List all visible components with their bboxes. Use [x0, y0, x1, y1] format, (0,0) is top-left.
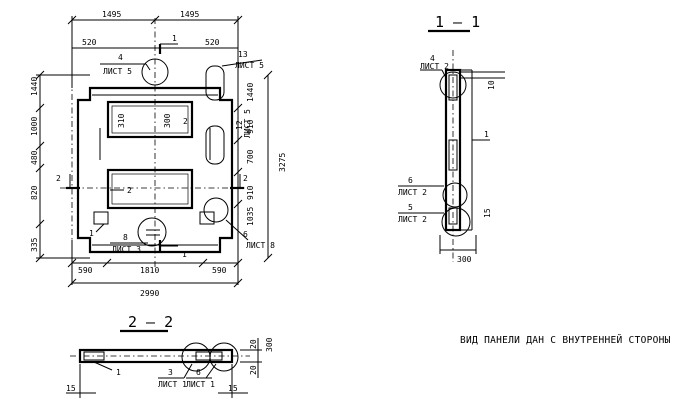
section-2-2-dim-15-left: 15 — [66, 384, 76, 393]
pos-label-1: 1 — [89, 229, 94, 238]
section-mark-1-top: 1 — [172, 34, 177, 43]
svg-text:13: 13 — [238, 50, 248, 59]
lower-opening — [106, 168, 194, 210]
upper-opening — [106, 100, 194, 139]
section-mark-1-bottom: 1 — [182, 250, 187, 259]
section-2-2-dim-15-right: 15 — [228, 384, 238, 393]
svg-text:6: 6 — [243, 230, 248, 239]
svg-text:ЛИСТ 5: ЛИСТ 5 — [103, 67, 132, 76]
svg-text:ЛИСТ 1: ЛИСТ 1 — [186, 380, 215, 389]
dim-top-right: 1495 — [180, 10, 199, 19]
svg-text:ЛИСТ 2: ЛИСТ 2 — [398, 215, 427, 224]
dim-left-1440: 1440 — [30, 77, 39, 96]
section-2-2-dim-20a: 20 — [249, 339, 258, 349]
dim-right-910a: 910 — [246, 119, 255, 134]
dim-right-700: 700 — [246, 149, 255, 164]
svg-text:12: 12 — [235, 120, 244, 130]
svg-text:ЛИСТ 5: ЛИСТ 5 — [235, 61, 264, 70]
dim-inner-top-right: 520 — [205, 38, 220, 47]
dim-top-left: 1495 — [102, 10, 121, 19]
section-1-1: 1 – 1 10 4 ЛИСТ 2 6 ЛИСТ 2 5 — [398, 13, 505, 264]
section-2-2-callout-3: 3 ЛИСТ 1 — [158, 363, 193, 389]
svg-text:ЛИСТ 3: ЛИСТ 3 — [112, 245, 141, 254]
svg-text:8: 8 — [123, 233, 128, 242]
dim-bottom-590-right: 590 — [212, 266, 227, 275]
section-1-1-pos-1: 1 — [484, 130, 489, 139]
section-2-2-callout-6: 6 ЛИСТ 1 — [186, 363, 217, 389]
callout-pos-4: 4 ЛИСТ 5 — [100, 53, 151, 76]
section-1-1-title: 1 – 1 — [435, 13, 480, 31]
dim-total-width: 2990 — [140, 289, 159, 298]
svg-text:3: 3 — [168, 368, 173, 377]
section-2-2-pos-1: 1 — [116, 368, 121, 377]
section-mark-2-right: 2 — [243, 174, 248, 183]
dim-right-910b: 910 — [246, 185, 255, 200]
section-2-2-dim-300: 300 — [265, 337, 274, 352]
callout-pos-12: 12 ЛИСТ 5 — [235, 109, 252, 138]
dim-inner-top-left: 520 — [82, 38, 97, 47]
section-1-1-callout-5: 5 ЛИСТ 2 — [398, 203, 444, 224]
dim-left-1000: 1000 — [30, 117, 39, 136]
svg-text:5: 5 — [408, 203, 413, 212]
callout-pos-8: 8 ЛИСТ 3 — [110, 233, 148, 254]
pos-label-2b: 2 — [183, 117, 188, 126]
section-2-2-dim-20b: 20 — [249, 365, 258, 375]
dim-opening-310: 310 — [117, 113, 126, 128]
section-2-2-title: 2 – 2 — [128, 313, 173, 331]
front-view: 1495 1495 520 520 1 1 2 2 1440 1000 4 8 — [30, 10, 287, 298]
dim-left-335: 335 — [30, 237, 39, 252]
dim-bottom-1810: 1810 — [140, 266, 159, 275]
section-2-2: 2 – 2 1 3 ЛИСТ 1 6 ЛИСТ 1 15 15 20 30 — [66, 313, 274, 398]
svg-text:4: 4 — [118, 53, 123, 62]
svg-text:4: 4 — [430, 54, 435, 63]
dim-bottom-590-left: 590 — [78, 266, 93, 275]
svg-text:ЛИСТ 2: ЛИСТ 2 — [398, 188, 427, 197]
section-1-1-callout-4: 4 ЛИСТ 2 — [420, 54, 449, 79]
section-mark-2-left: 2 — [56, 174, 61, 183]
svg-text:ЛИСТ 1: ЛИСТ 1 — [158, 380, 187, 389]
svg-text:ЛИСТ 2: ЛИСТ 2 — [420, 62, 449, 71]
section-1-1-callout-6: 6 ЛИСТ 2 — [398, 176, 444, 197]
svg-text:6: 6 — [408, 176, 413, 185]
dim-total-height: 3275 — [278, 153, 287, 172]
dim-right-1440: 1440 — [246, 83, 255, 102]
dim-left-480: 480 — [30, 150, 39, 165]
pos-label-2: 2 — [127, 186, 132, 195]
section-1-1-dim-10: 10 — [487, 80, 496, 90]
svg-text:ЛИСТ 5: ЛИСТ 5 — [243, 109, 252, 138]
dim-left-820: 820 — [30, 185, 39, 200]
note-text: ВИД ПАНЕЛИ ДАН С ВНУТРЕННЕЙ СТОРОНЫ — [460, 334, 671, 346]
dim-right-1035: 1035 — [246, 207, 255, 226]
svg-text:ЛИСТ 8: ЛИСТ 8 — [246, 241, 275, 250]
callout-pos-13: 13 ЛИСТ 5 — [221, 50, 264, 70]
dim-opening-300: 300 — [163, 113, 172, 128]
panel-outline — [76, 86, 234, 254]
callout-pos-6: 6 ЛИСТ 8 — [225, 219, 275, 250]
section-1-1-dim-15: 15 — [483, 208, 492, 218]
section-1-1-dim-300: 300 — [457, 255, 472, 264]
svg-text:6: 6 — [196, 368, 201, 377]
